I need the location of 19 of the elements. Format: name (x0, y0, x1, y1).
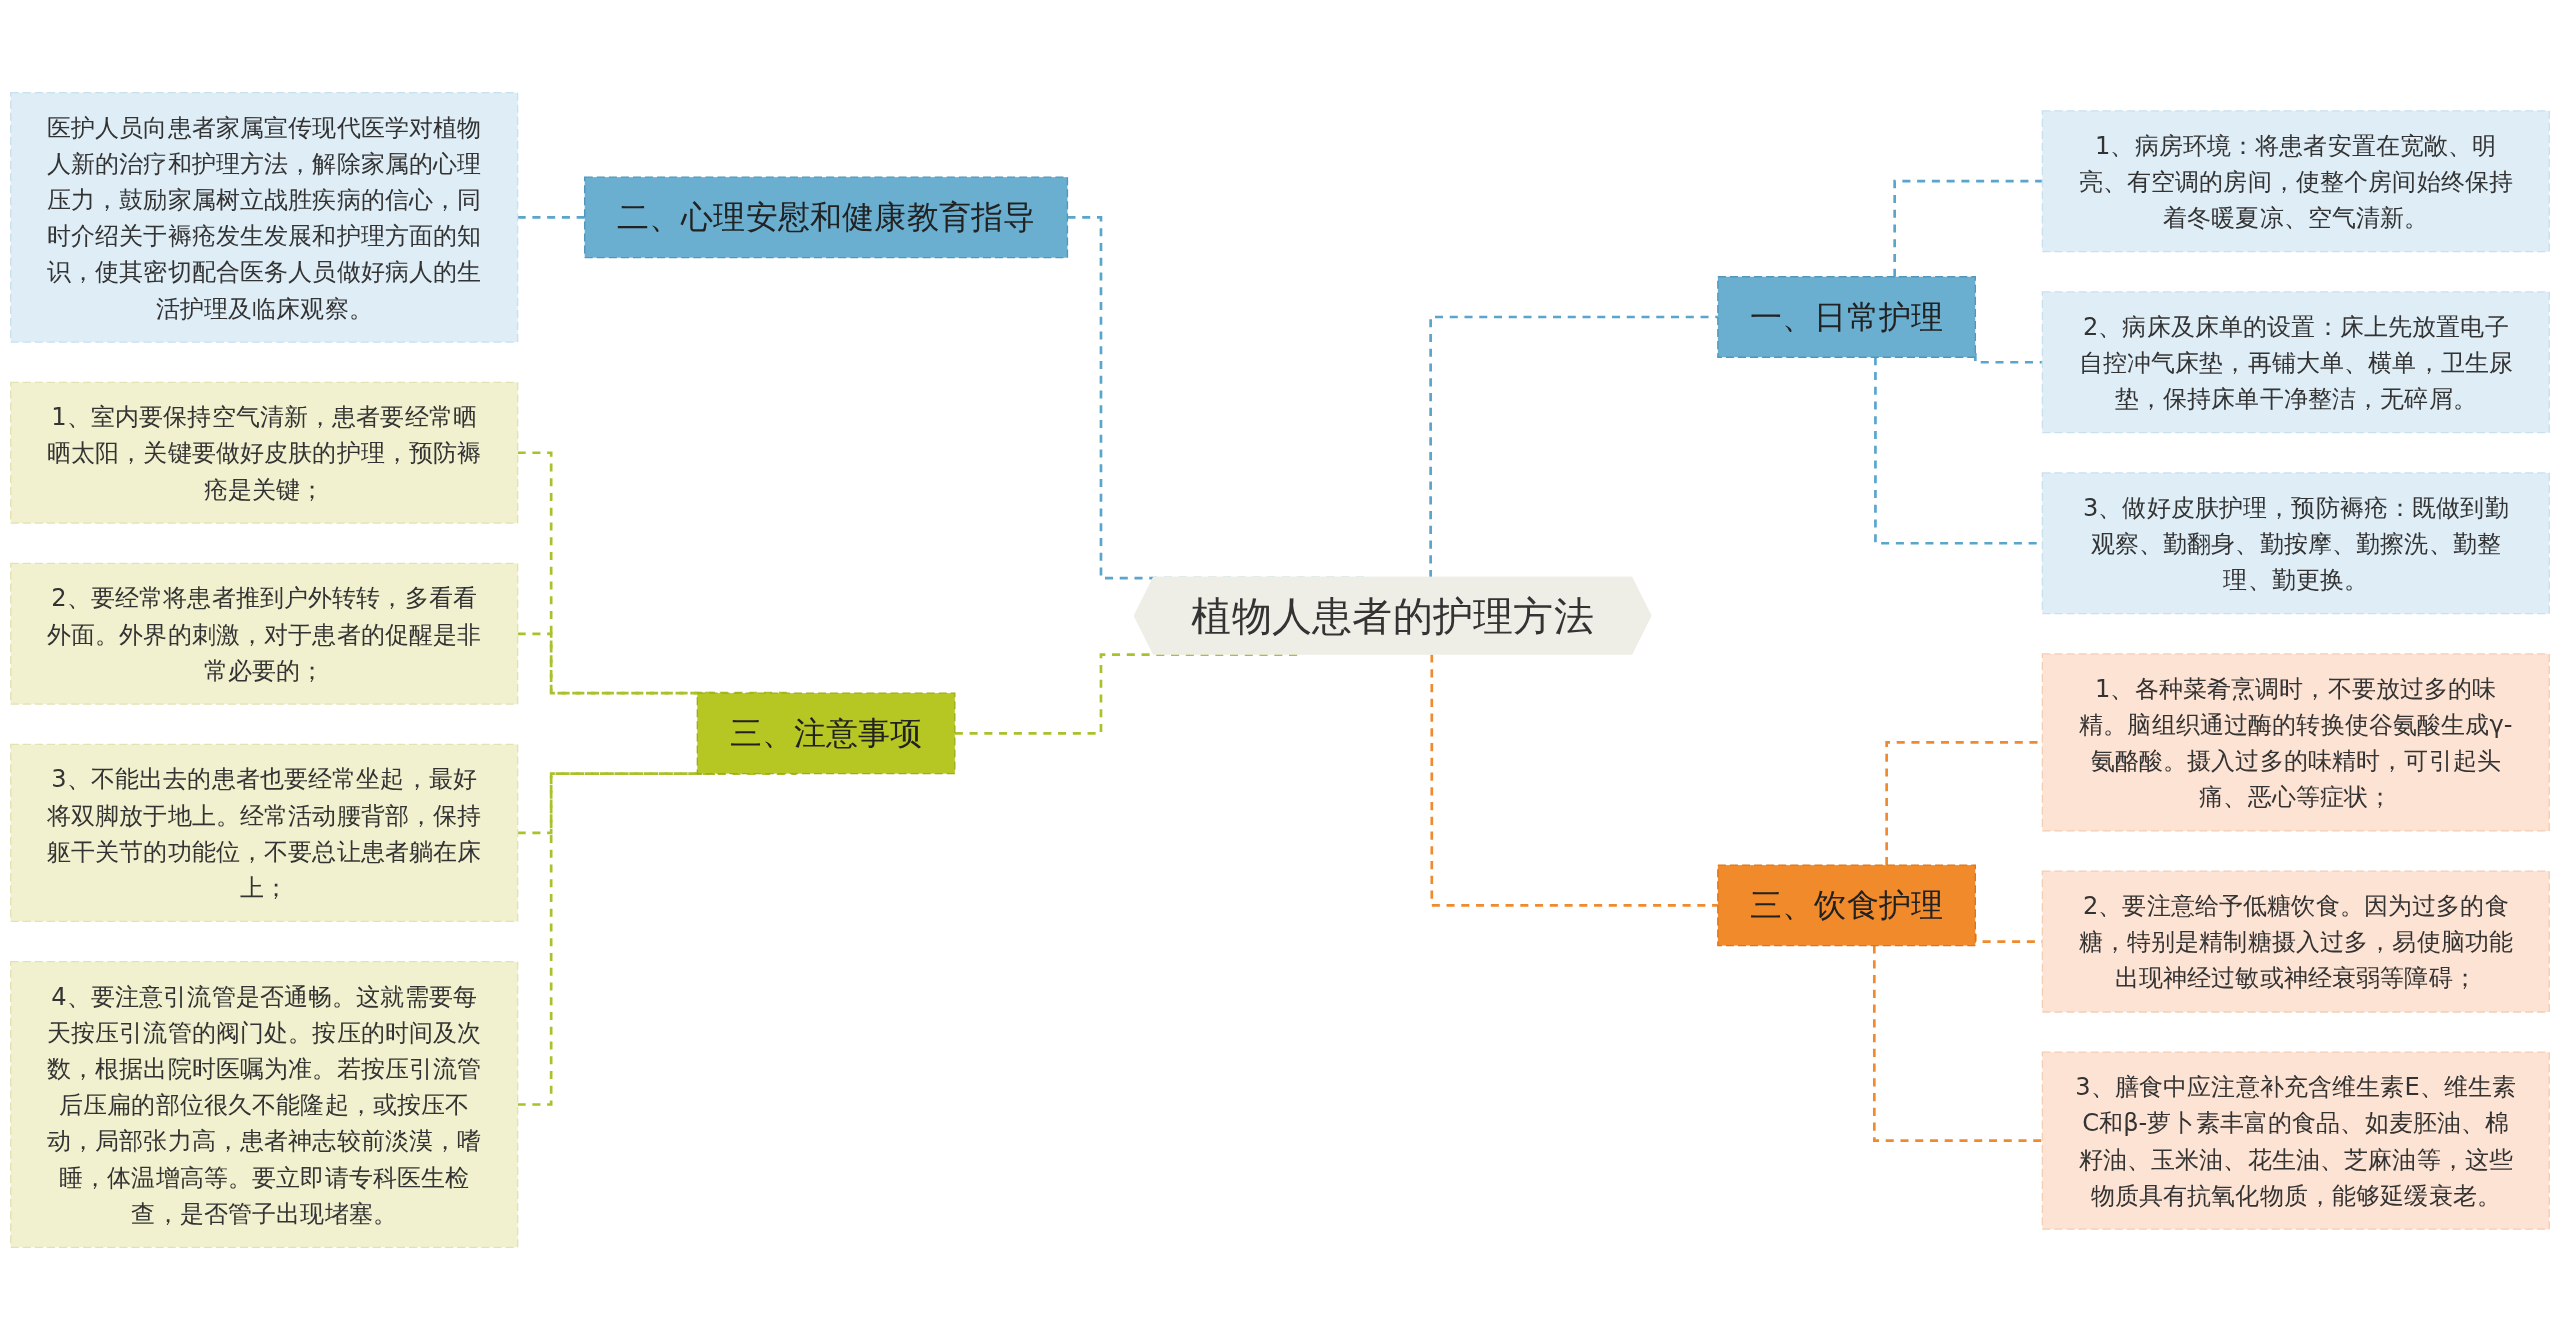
node-box: 4、要注意引流管是否通畅。这就需要每天按压引流管的阀门处。按压的时间及次数，根据出院时医嘱为准。若按压引流管后压扁的部位很久不能隆起，或按压不动，局部张力高，患者神志较前淡漠，嗜睡，体温增高等。要立即请专科医生检查，是否管子出现堵塞。 (10, 961, 519, 1248)
node-box: 1、室内要保持空气清新，患者要经常晒晒太阳，关键要做好皮肤的护理，预防褥疮是关键； (10, 381, 519, 524)
node-box: 2、要经常将患者推到户外转转，多看看外面。外界的刺激，对于患者的促醒是非常必要的； (10, 562, 519, 705)
node-box: 1、各种菜肴烹调时，不要放过多的味精。脑组织通过酶的转换使谷氨酸生成γ-氨酪酸。摄入过多的味精时，可引起头痛、恶心等症状； (2041, 653, 2550, 832)
node-box: 2、要注意给予低糖饮食。因为过多的食糖，特别是精制糖摄入过多，易使脑功能出现神经过敏或神经衰弱等障碍； (2041, 870, 2550, 1013)
node-box: 三、注意事项 (696, 692, 956, 775)
node-box: 医护人员向患者家属宣传现代医学对植物人新的治疗和护理方法，解除家属的心理压力，鼓励家属树立战胜疾病的信心，同时介绍关于褥疮发生发展和护理方面的知识，使其密切配合医务人员做好病人的生活护理及临床观察。 (10, 92, 519, 343)
node-box: 三、饮食护理 (1717, 864, 1976, 947)
connector (1893, 179, 2043, 277)
node-box: 3、做好皮肤护理，预防褥疮：既做到勤观察、勤翻身、勤按摩、勤擦洗、勤整理、勤更换。 (2041, 472, 2550, 615)
node-box: 3、膳食中应注意补充含维生素E、维生素C和β-萝卜素丰富的食品、如麦胚油、棉籽油、玉米油、花生油、芝麻油等，这些物质具有抗氧化物质，能够延缓衰老。 (2041, 1051, 2550, 1230)
node-box: 1、病房环境：将患者安置在宽敞、明亮、有空调的房间，使整个房间始终保持着冬暖夏凉、空气清新。 (2041, 110, 2550, 253)
connector (1430, 654, 1718, 907)
node-box: 3、不能出去的患者也要经常坐起，最好将双脚放于地上。经常活动腰背部，保持躯干关节的功能位，不要总让患者躺在床上； (10, 743, 519, 923)
node-box: 一、日常护理 (1717, 276, 1976, 358)
connector (1873, 945, 2043, 1143)
node-box: 二、心理安慰和健康教育指导 (584, 176, 1069, 259)
connector (1974, 352, 2043, 364)
node-box: 2、病床及床单的设置：床上先放置电子自控冲气床垫，再铺大单、横单，卫生尿垫，保持床单干净整洁，无碎屑。 (2041, 291, 2550, 434)
